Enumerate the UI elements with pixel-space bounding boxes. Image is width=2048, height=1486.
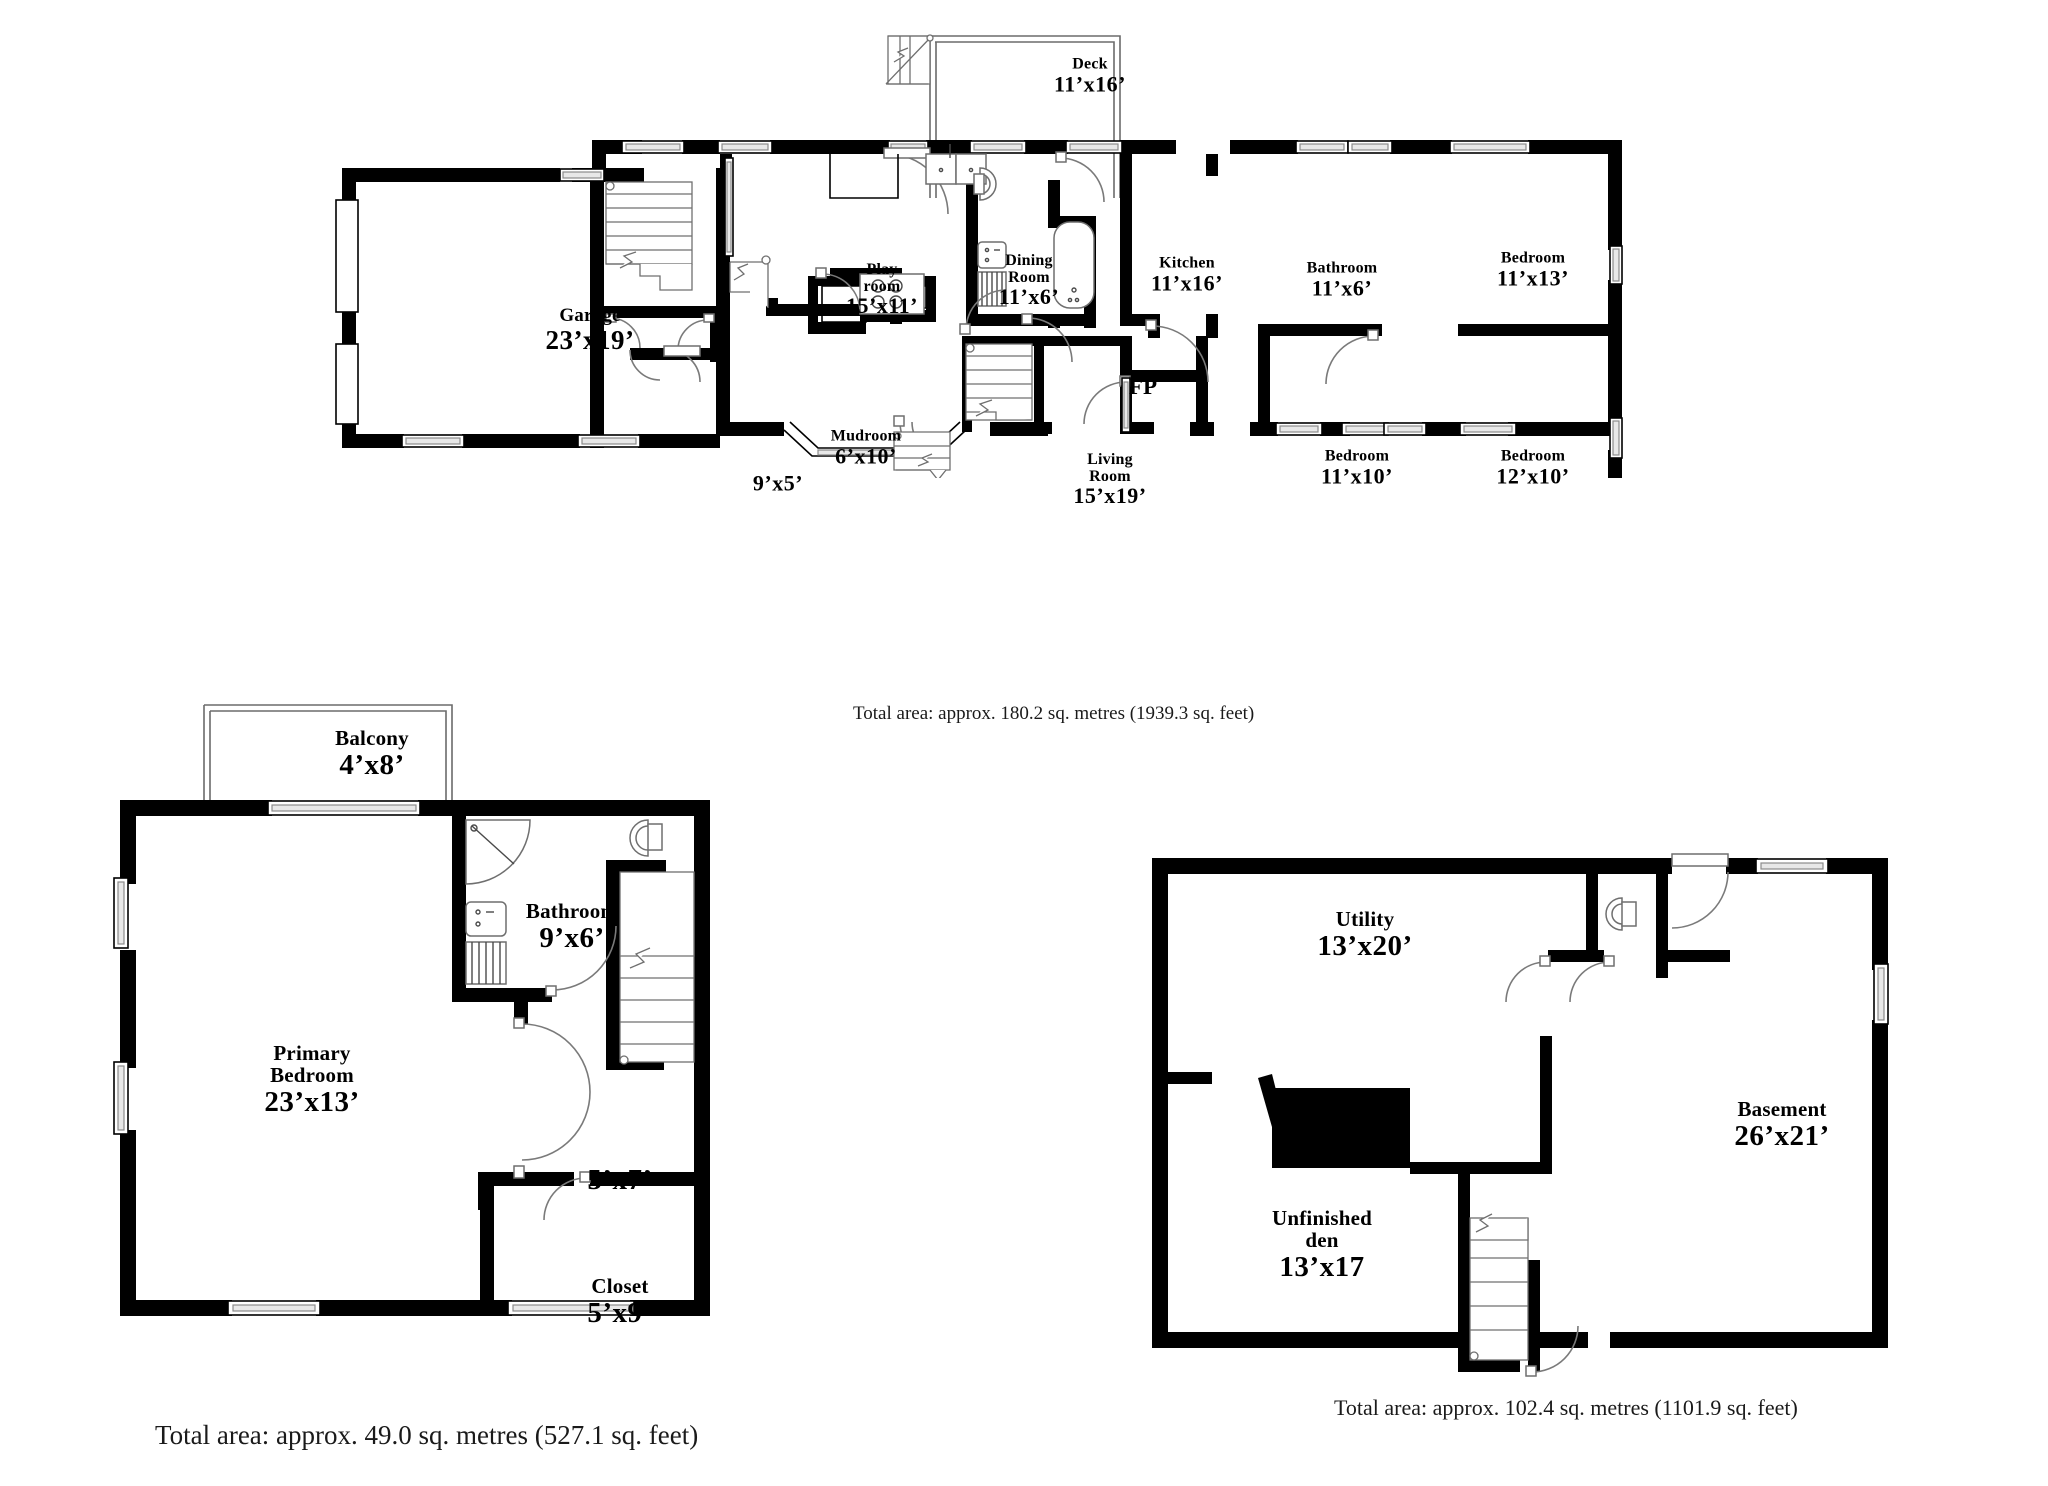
bath-radiator — [977, 271, 1007, 307]
living-stairs — [965, 343, 1033, 421]
basement-exterior-walls — [1152, 858, 1888, 1348]
room-label-primary-bedroom: Primary Bedroom 23’x13’ — [264, 1041, 360, 1118]
room-label-bedroom-11x10: Bedroom 11’x10’ — [1321, 447, 1393, 488]
room-label-closet: Closet 5’x9’ — [587, 1274, 653, 1329]
room-label-dining: Dining Room 11’x6’ — [998, 251, 1060, 310]
room-label-unfinished-den: Unfinished den 13’x17 — [1271, 1206, 1373, 1283]
room-label-bathroom-main: Bathroom 11’x6’ — [1306, 259, 1378, 300]
upper-floor-total-area: Total area: approx. 49.0 sq. metres (527… — [155, 1420, 699, 1450]
basement-floor-drawing — [1152, 853, 1889, 1377]
fireplace-label: FP — [1128, 374, 1158, 400]
room-label-mudroom: Mudroom 6’x10’ — [830, 427, 902, 468]
room-label-bedroom-11x13: Bedroom 11’x13’ — [1497, 249, 1569, 290]
room-label-basement: Basement 26’x21’ — [1734, 1097, 1830, 1152]
bath-tub — [1053, 221, 1095, 309]
dining-stairs — [729, 255, 771, 308]
main-floor-drawing — [335, 34, 1623, 478]
room-label-bathroom-upper: Bathroom 9’x6’ — [525, 899, 619, 954]
balcony-outline — [203, 704, 453, 808]
upper-windows — [113, 800, 635, 1316]
basement-fixtures — [1469, 853, 1729, 1377]
upper-stairs — [619, 871, 695, 1065]
room-label-landing-5x7: 5’x7’ — [587, 1163, 653, 1196]
room-label-living: Living Room 15’x19’ — [1073, 450, 1147, 509]
basement-windows — [1755, 858, 1889, 1025]
room-label-playroom: Play room 15’x11’ — [846, 260, 918, 319]
basement-total-area: Total area: approx. 102.4 sq. metres (11… — [1334, 1395, 1798, 1420]
bath-toilet — [973, 167, 997, 201]
play-room-stairs — [605, 181, 693, 291]
room-label-garage: Garage 23’x19’ — [545, 305, 635, 355]
upper-exterior-walls — [120, 800, 710, 1316]
main-floor-total-area: Total area: approx. 180.2 sq. metres (19… — [853, 703, 1255, 724]
room-label-utility-9x5: 9’x5’ — [752, 470, 804, 496]
rear-steps — [893, 431, 951, 478]
room-label-bedroom-12x10: Bedroom 12’x10’ — [1496, 447, 1570, 488]
door-swings — [605, 144, 1379, 478]
room-label-utility: Utility 13’x20’ — [1317, 907, 1413, 962]
stove — [859, 273, 925, 315]
windows — [335, 140, 1623, 459]
upper-floor-drawing — [113, 704, 710, 1316]
deck-outline — [885, 34, 1121, 198]
room-label-deck: Deck 11’x16’ — [1054, 55, 1126, 96]
bath-sink — [977, 241, 1007, 269]
basement-interior-walls — [1154, 868, 1730, 1372]
room-label-kitchen: Kitchen 11’x16’ — [1151, 254, 1223, 295]
upper-interior-walls — [452, 800, 694, 1312]
upper-fixtures — [465, 819, 695, 1221]
basement-stairs — [1469, 1213, 1529, 1361]
room-label-balcony: Balcony 4’x8’ — [335, 726, 409, 781]
